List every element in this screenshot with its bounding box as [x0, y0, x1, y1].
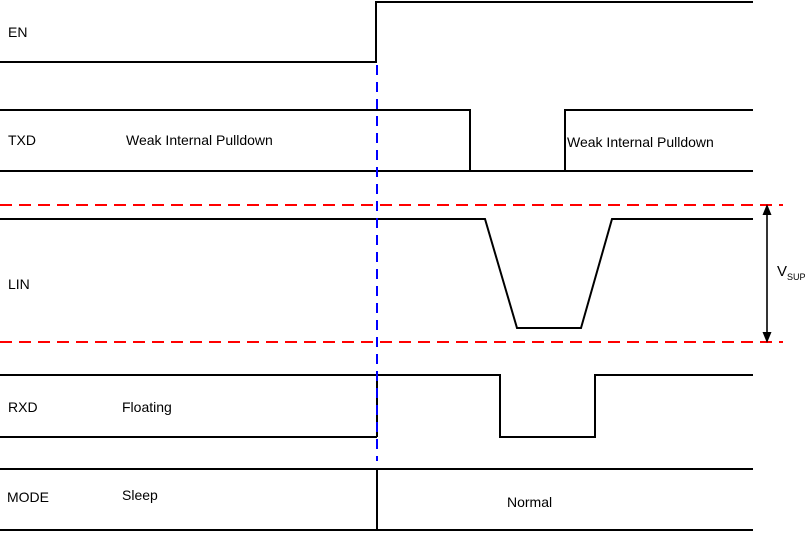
mode-annotation-sleep: Sleep — [122, 487, 158, 503]
txd-annotation-right: Weak Internal Pulldown — [567, 134, 714, 150]
vsup-label: VSUP — [777, 264, 806, 282]
signal-label-rxd: RXD — [8, 399, 38, 415]
vsup-label-subscript: SUP — [787, 272, 806, 282]
rxd-floating-rail — [0, 375, 378, 438]
signal-label-mode: MODE — [7, 489, 49, 505]
en-waveform — [0, 1, 753, 63]
vsup-range-arrow — [762, 204, 772, 343]
signal-label-lin: LIN — [8, 276, 30, 292]
signal-label-en: EN — [8, 24, 28, 40]
vsup-label-base: V — [777, 263, 788, 280]
lin-waveform — [0, 218, 753, 329]
rxd-signal-line — [0, 374, 753, 438]
signal-label-txd: TXD — [8, 132, 36, 148]
txd-annotation-left: Weak Internal Pulldown — [126, 132, 273, 148]
mode-waveform — [0, 468, 753, 531]
vsup-arrow-head-up — [762, 204, 772, 215]
rxd-annotation-floating: Floating — [122, 399, 172, 415]
mode-annotation-normal: Normal — [507, 494, 553, 510]
vsup-arrow-head-down — [762, 332, 772, 343]
